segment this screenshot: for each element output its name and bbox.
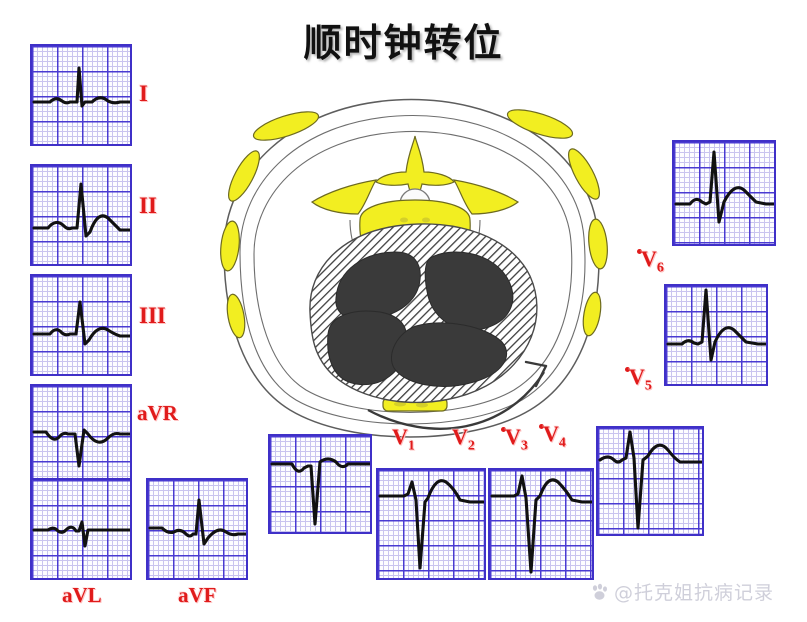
lead-label-V1: V1 [392,426,415,453]
lead-label-V4: V4 [543,423,566,450]
lead-label-V3-sub: 3 [520,438,528,454]
lead-label-V4-sub: 4 [558,435,566,451]
lead-label-V3-text: V [505,424,521,449]
ecg-panel-V6 [672,140,776,246]
ecg-panel-V1 [268,434,372,534]
lead-label-V1-sub: 1 [407,438,415,454]
electrode-dot-V5 [625,367,630,372]
ecg-panel-V4 [596,426,704,536]
ecg-panel-V3 [488,468,594,580]
lead-label-V5-sub: 5 [644,378,652,394]
lead-label-V6-text: V [641,246,657,271]
watermark: @托克姐抗病记录 [590,578,774,605]
ecg-panel-I [30,44,132,146]
electrode-dot-V6 [637,249,642,254]
lead-label-V4-text: V [543,421,559,446]
lead-label-V2-sub: 2 [467,438,475,454]
ecg-panel-II [30,164,132,266]
lead-label-aVR: aVR [137,401,178,425]
lead-label-I: I [139,81,148,106]
lead-label-II: II [139,193,157,218]
page-title: 顺时钟转位 [303,21,504,65]
chest-cross-section-diagram [200,80,630,440]
ecg-panel-aVR [30,384,132,486]
rotation-arrow [367,360,548,430]
lead-label-aVL: aVL [62,583,102,607]
lead-label-V1-text: V [392,424,408,449]
ecg-panel-V5 [664,284,768,386]
lead-label-V3: V3 [505,426,528,453]
lead-label-V5: V5 [629,366,652,393]
lead-label-V6: V6 [641,248,664,275]
watermark-text: @托克姐抗病记录 [614,582,775,604]
ribs-left [220,111,320,339]
paw-icon [590,582,609,601]
ecg-panel-III [30,274,132,376]
ecg-panel-V2 [376,468,486,580]
lead-label-V6-sub: 6 [656,260,664,276]
ribs-right [506,109,608,337]
lead-label-V5-text: V [629,364,645,389]
lead-label-aVF: aVF [178,583,217,607]
lead-label-III: III [139,303,166,328]
heart [309,223,538,404]
electrode-dot-V4 [539,424,544,429]
ecg-panel-aVL [30,478,132,580]
lead-label-V2: V2 [452,426,475,453]
heart-chamber-4 [391,322,508,387]
electrode-dot-V3 [501,427,506,432]
ecg-panel-aVF [146,478,248,580]
heart-chamber-2 [424,251,514,331]
lead-label-V2-text: V [452,424,468,449]
